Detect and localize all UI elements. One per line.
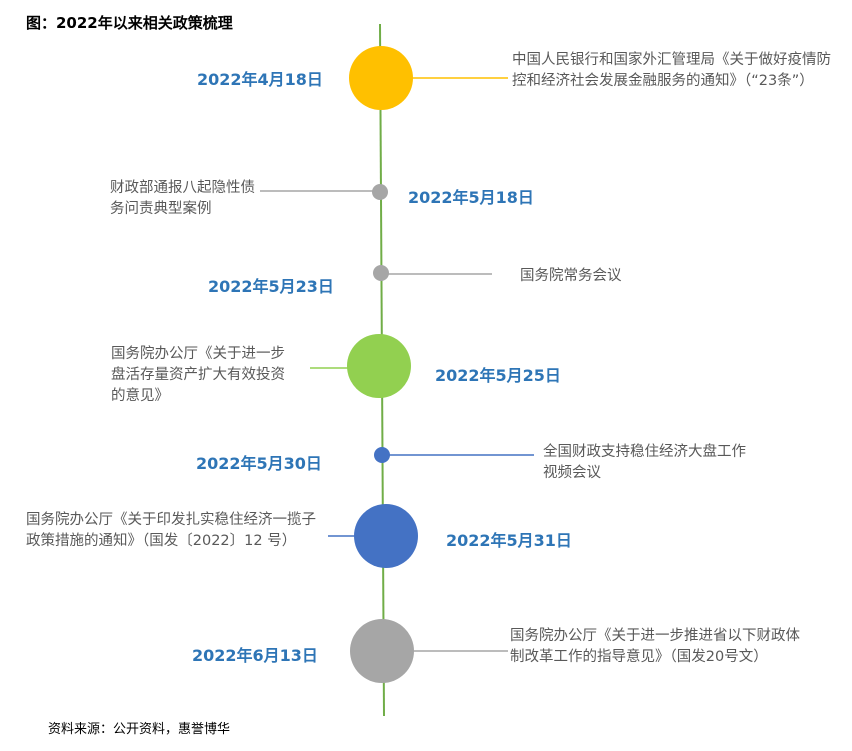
source-note: 资料来源：公开资料，惠誉博华 bbox=[48, 722, 231, 737]
event-date-5: 2022年5月30日 bbox=[196, 454, 322, 473]
event-desc-5: 全国财政支持稳住经济大盘工作视频会议 bbox=[543, 444, 746, 481]
figure-title: 图：2022年以来相关政策梳理 bbox=[26, 14, 233, 32]
event-date-2: 2022年5月18日 bbox=[408, 188, 534, 207]
event-date-4: 2022年5月25日 bbox=[435, 366, 561, 385]
event-date-3: 2022年5月23日 bbox=[208, 277, 334, 296]
event-date-7: 2022年6月13日 bbox=[192, 646, 318, 665]
event-marker-3 bbox=[373, 265, 389, 281]
event-desc-4: 国务院办公厅《关于进一步盘活存量资产扩大有效投资的意见》 bbox=[111, 346, 285, 404]
event-date-6: 2022年5月31日 bbox=[446, 531, 572, 550]
event-marker-7 bbox=[350, 619, 414, 683]
event-desc-2: 财政部通报八起隐性债务问责典型案例 bbox=[110, 180, 255, 217]
event-desc-3: 国务院常务会议 bbox=[520, 268, 622, 284]
event-desc-7: 国务院办公厅《关于进一步推进省以下财政体制改革工作的指导意见》（国发20号文） bbox=[510, 628, 800, 665]
event-desc-1: 中国人民银行和国家外汇管理局《关于做好疫情防控和经济社会发展金融服务的通知》（“… bbox=[512, 52, 831, 89]
event-marker-2 bbox=[372, 184, 388, 200]
event-marker-6 bbox=[354, 504, 418, 568]
event-marker-4 bbox=[347, 334, 411, 398]
event-date-1: 2022年4月18日 bbox=[197, 70, 323, 89]
event-desc-6: 国务院办公厅《关于印发扎实稳住经济一揽子政策措施的通知》（国发〔2022〕12 … bbox=[26, 512, 316, 549]
event-marker-5 bbox=[374, 447, 390, 463]
event-marker-1 bbox=[349, 46, 413, 110]
